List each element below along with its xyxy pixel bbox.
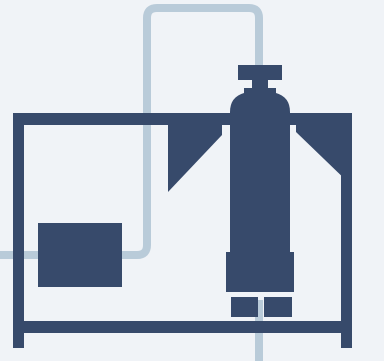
gas-cylinder-icon: [226, 88, 294, 292]
equipment-group: [13, 65, 352, 348]
piping-group: [0, 4, 263, 361]
frame-right-post: [341, 113, 352, 348]
right-brace-icon: [296, 120, 352, 186]
cylinder-foot-right-icon: [264, 297, 292, 317]
pipe-loop-icon: [0, 4, 263, 259]
control-box-icon: [38, 223, 122, 287]
cylinder-valve-stem: [252, 78, 268, 88]
cylinder-valve-handle-icon: [238, 65, 282, 80]
left-brace-icon: [168, 120, 222, 192]
frame-bottom-bar: [13, 321, 352, 333]
cylinder-foot-left-icon: [231, 297, 258, 317]
frame-left-post: [13, 113, 24, 348]
